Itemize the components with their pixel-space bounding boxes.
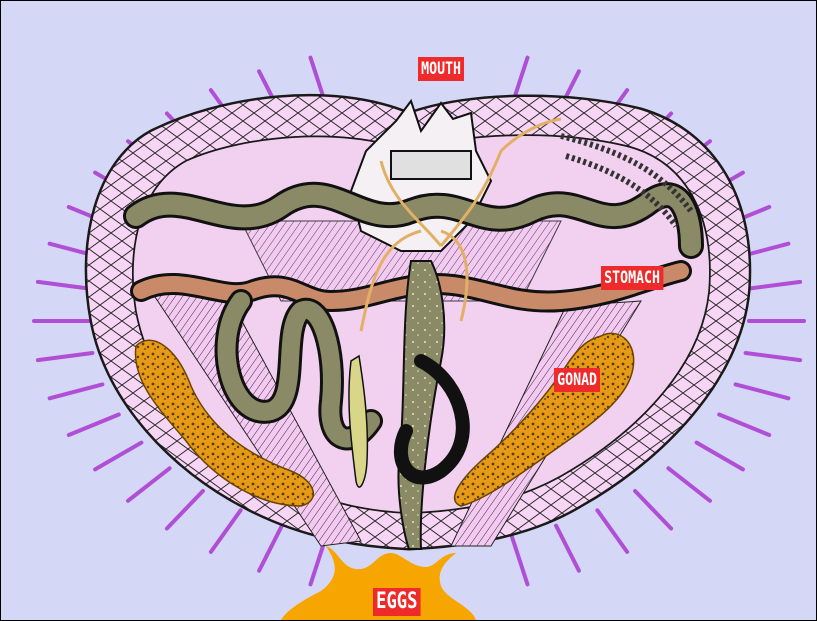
label-gonad: GONAD [554,368,600,392]
spine [635,491,671,529]
spine [167,491,203,529]
spine [736,384,789,398]
spine [746,282,801,289]
spine [597,510,627,552]
spine [668,468,710,501]
spine [128,468,170,501]
esophagus-ring [391,151,471,179]
spine [38,282,93,289]
label-stomach: STOMACH [601,266,663,290]
label-mouth: MOUTH [418,57,464,81]
spine [697,443,743,470]
spine [556,526,579,571]
label-eggs: EGGS [373,588,421,616]
spine [719,415,769,436]
spine [38,353,93,360]
spine [211,510,241,552]
spine [746,353,801,360]
spine [259,526,282,571]
spine [50,384,103,398]
spine [69,415,119,436]
spine [512,537,528,585]
spine [95,443,141,470]
